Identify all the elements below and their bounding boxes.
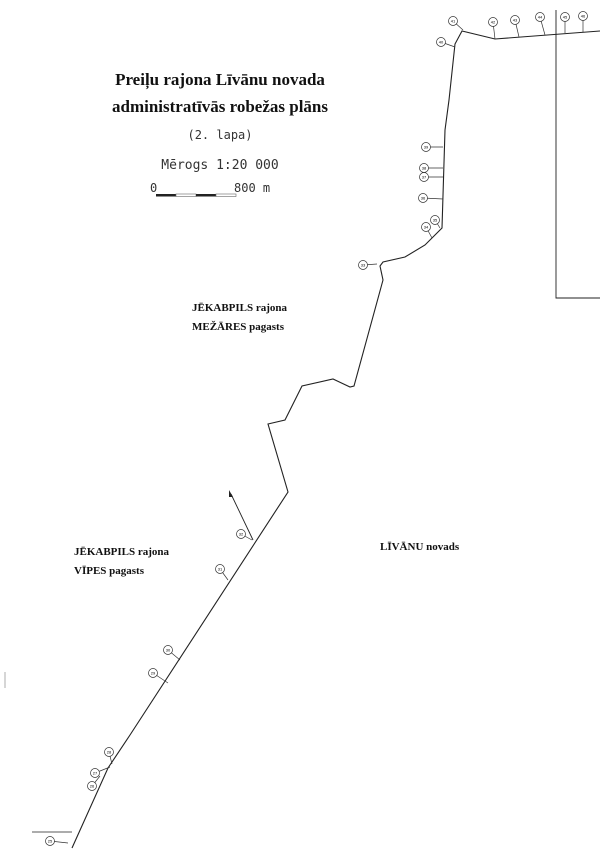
boundary-marker-28: 28 bbox=[104, 747, 114, 765]
boundary-marker-44: 44 bbox=[535, 12, 546, 36]
marker-label: 33 bbox=[361, 263, 366, 268]
boundary-marker-37: 37 bbox=[419, 172, 443, 182]
boundary-marker-36: 36 bbox=[418, 193, 444, 203]
marker-label: 31 bbox=[218, 567, 223, 572]
sheet-number: (2. lapa) bbox=[187, 128, 253, 142]
marker-label: 38 bbox=[422, 166, 427, 171]
marker-label: 40 bbox=[439, 40, 444, 45]
region-vipes-district: JĒKABPILS rajona bbox=[74, 546, 170, 558]
marker-label: 45 bbox=[563, 15, 568, 20]
boundary-marker-34: 34 bbox=[421, 222, 433, 239]
boundary-marker-32: 32 bbox=[236, 529, 253, 541]
scale-text: Mērogs 1:20 000 bbox=[161, 158, 279, 173]
marker-label: 32 bbox=[239, 532, 244, 537]
boundary-marker-26: 26 bbox=[87, 775, 101, 791]
marker-label: 43 bbox=[513, 18, 518, 23]
boundary-marker-41: 41 bbox=[448, 16, 464, 31]
scalebar bbox=[156, 193, 237, 197]
region-mezares-parish: MEŽĀRES pagasts bbox=[192, 321, 284, 333]
marker-label: 37 bbox=[422, 175, 427, 180]
boundary-marker-45: 45 bbox=[560, 12, 570, 33]
region-livanu: LĪVĀNU novads bbox=[380, 541, 460, 553]
boundary-marker-31: 31 bbox=[215, 564, 229, 581]
boundary-marker-46: 46 bbox=[578, 11, 588, 32]
boundary-marker-42: 42 bbox=[488, 17, 498, 40]
region-mezares-district: JĒKABPILS rajona bbox=[192, 302, 288, 314]
boundary-marker-30: 30 bbox=[163, 645, 181, 661]
boundary-marker-25: 25 bbox=[45, 836, 69, 846]
scalebar-start: 0 bbox=[150, 181, 158, 195]
marker-label: 46 bbox=[581, 14, 586, 19]
boundary-marker-39: 39 bbox=[421, 142, 443, 152]
marker-label: 34 bbox=[424, 225, 429, 230]
boundary-marker-33: 33 bbox=[358, 260, 378, 270]
marker-label: 39 bbox=[424, 145, 429, 150]
marker-label: 29 bbox=[151, 671, 156, 676]
boundary-marker-38: 38 bbox=[419, 163, 443, 173]
marker-label: 35 bbox=[433, 218, 438, 223]
marker-label: 42 bbox=[491, 20, 496, 25]
map-title-line2: administratīvās robežas plāns bbox=[112, 97, 328, 116]
marker-label: 30 bbox=[166, 648, 171, 653]
marker-label: 26 bbox=[90, 784, 95, 789]
region-vipes-parish: VĪPES pagasts bbox=[74, 565, 144, 577]
north-arrow bbox=[229, 490, 254, 541]
marker-label: 28 bbox=[107, 750, 112, 755]
marker-label: 41 bbox=[451, 19, 456, 24]
marker-label: 36 bbox=[421, 196, 426, 201]
boundary-marker-29: 29 bbox=[148, 668, 169, 684]
marker-label: 44 bbox=[538, 15, 543, 20]
boundary-marker-40: 40 bbox=[436, 37, 456, 48]
boundary-line-east bbox=[555, 10, 600, 299]
boundary-line bbox=[71, 30, 600, 849]
boundary-marker-43: 43 bbox=[510, 15, 520, 38]
marker-label: 25 bbox=[48, 839, 53, 844]
marker-label: 27 bbox=[93, 771, 98, 776]
boundary-marker-35: 35 bbox=[430, 215, 441, 229]
scalebar-end: 800 m bbox=[234, 181, 271, 195]
boundary-marker-27: 27 bbox=[90, 766, 111, 778]
map-title-line1: Preiļu rajona Līvānu novada bbox=[115, 70, 325, 89]
